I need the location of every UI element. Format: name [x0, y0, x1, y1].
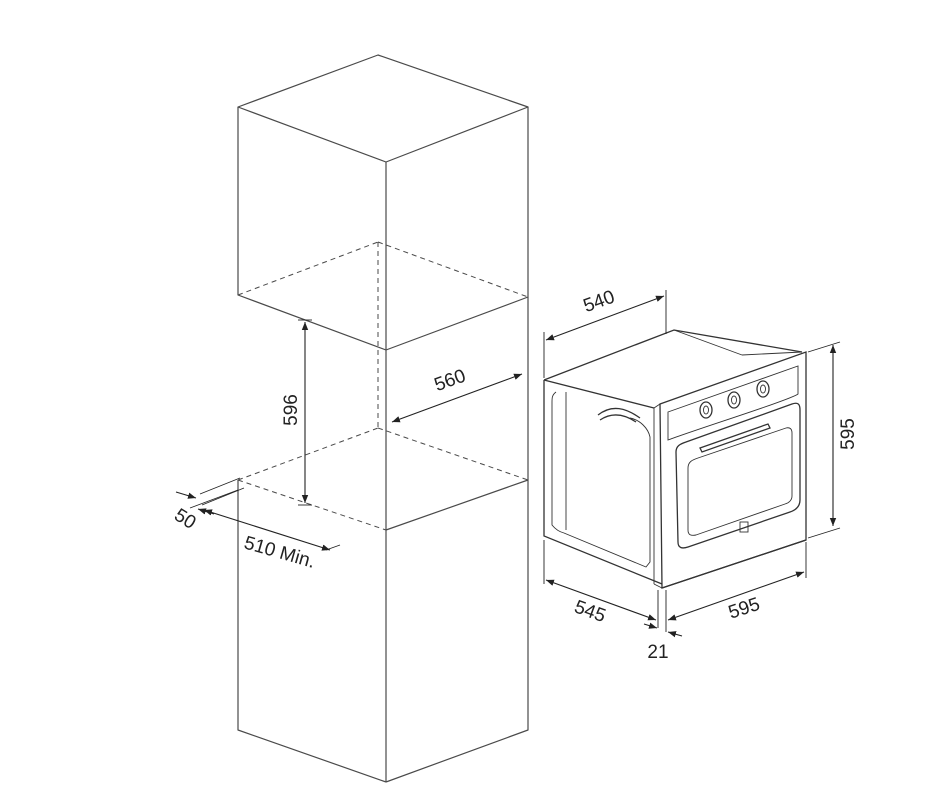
oven-door-handle-icon [699, 423, 771, 453]
oven-control-panel [667, 365, 799, 441]
dimension-oven-height: 595 [807, 341, 859, 539]
dimension-rear-gap: 50 [170, 477, 241, 534]
knob-icon [756, 380, 770, 398]
dimension-niche-depth: 510 Min. [201, 487, 341, 573]
oven-unit [543, 329, 807, 589]
rear-gap-label: 50 [170, 505, 199, 534]
niche-width-label: 560 [432, 366, 469, 397]
oven-side-panel [551, 391, 651, 568]
oven-top [543, 329, 803, 381]
dimension-oven-side-depth: 545 [543, 540, 659, 628]
oven-front-frame [659, 351, 807, 589]
oven-height-label: 595 [838, 418, 859, 450]
oven-niche [237, 241, 529, 531]
dimension-oven-body-depth: 540 [543, 287, 667, 378]
lower-cabinet-right-face [385, 479, 529, 783]
upper-cabinet-top [237, 54, 529, 163]
niche-height-label: 596 [281, 394, 302, 426]
dimension-oven-front-thickness: 21 [643, 622, 683, 663]
oven-body-depth-label: 540 [581, 287, 618, 318]
oven-door-window [687, 427, 793, 536]
dimension-niche-height: 596 [281, 319, 312, 506]
oven-door [675, 402, 801, 549]
oven-logo-badge [739, 521, 749, 533]
lower-cabinet-left-face [237, 480, 387, 783]
oven-front-width-label: 595 [726, 594, 763, 624]
knob-icon [699, 401, 713, 419]
niche-depth-label: 510 Min. [242, 533, 318, 573]
dimension-oven-front-width: 595 [665, 542, 807, 632]
dimension-niche-width: 560 [391, 366, 523, 423]
knob-icon [727, 391, 741, 409]
upper-cabinet-right-face [385, 107, 529, 351]
upper-cabinet-left-face [237, 107, 387, 351]
oven-front-thickness-label: 21 [647, 642, 668, 663]
oven-left-side [543, 380, 663, 585]
oven-control-knobs [699, 380, 770, 419]
oven-side-handle-icon [597, 407, 641, 423]
